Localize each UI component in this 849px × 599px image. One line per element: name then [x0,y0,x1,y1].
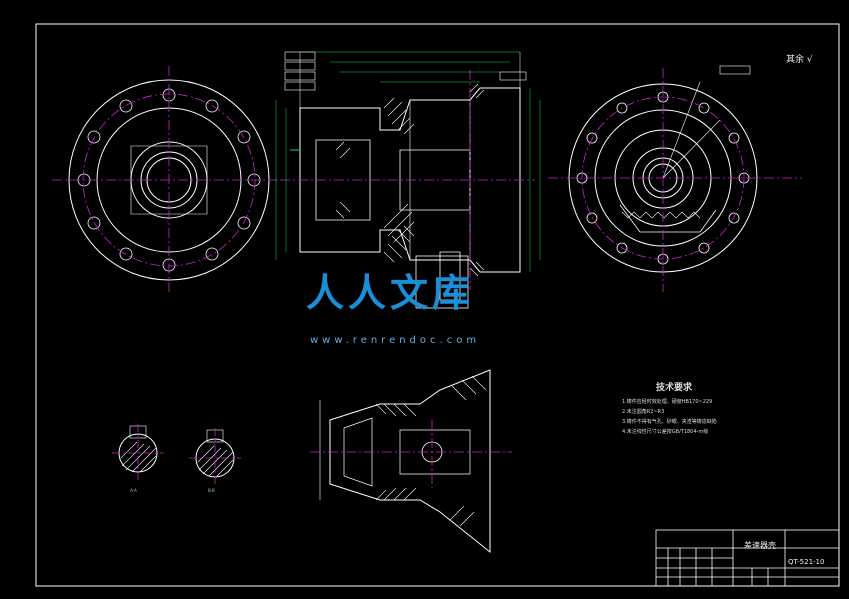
section-label-a: A-A [130,488,137,493]
technical-requirement-item: 2.未注圆角R2~R3 [622,409,665,415]
technical-requirement-item: 1.铸件应经时效处理，硬度HB170~229 [622,399,713,405]
right-view-centerlines [548,68,802,292]
main-view-dimensions [275,51,541,272]
drawing-number: QT-521-10 [788,558,825,566]
lower-section-view [319,369,491,554]
lower-section-hatch [375,375,487,527]
tolerance-frames [284,51,751,91]
watermark-url: www.renrendoc.com [310,335,481,346]
drawing-border [35,23,840,587]
section-a [118,425,158,473]
main-view-centerlines [280,70,535,290]
lower-view-centerlines [310,420,512,488]
left-view-centerlines [52,66,286,294]
title-block [655,529,840,587]
section-label-b: B-B [208,488,215,493]
roughness-note: 其余 √ [786,55,813,65]
main-section-hatch [335,83,485,277]
technical-requirement-item: 3.铸件不得有气孔、砂眼、夹渣等铸造缺陷 [622,419,717,425]
drawing-title: 差速器壳 [744,541,776,550]
watermark-text: 人人文库 [306,271,475,315]
technical-requirement-item: 4.未注线性尺寸公差按GB/T1804-m级 [622,429,709,435]
section-b [195,429,235,478]
small-section-centerlines [112,424,241,486]
technical-requirements-title: 技术要求 [656,383,693,393]
